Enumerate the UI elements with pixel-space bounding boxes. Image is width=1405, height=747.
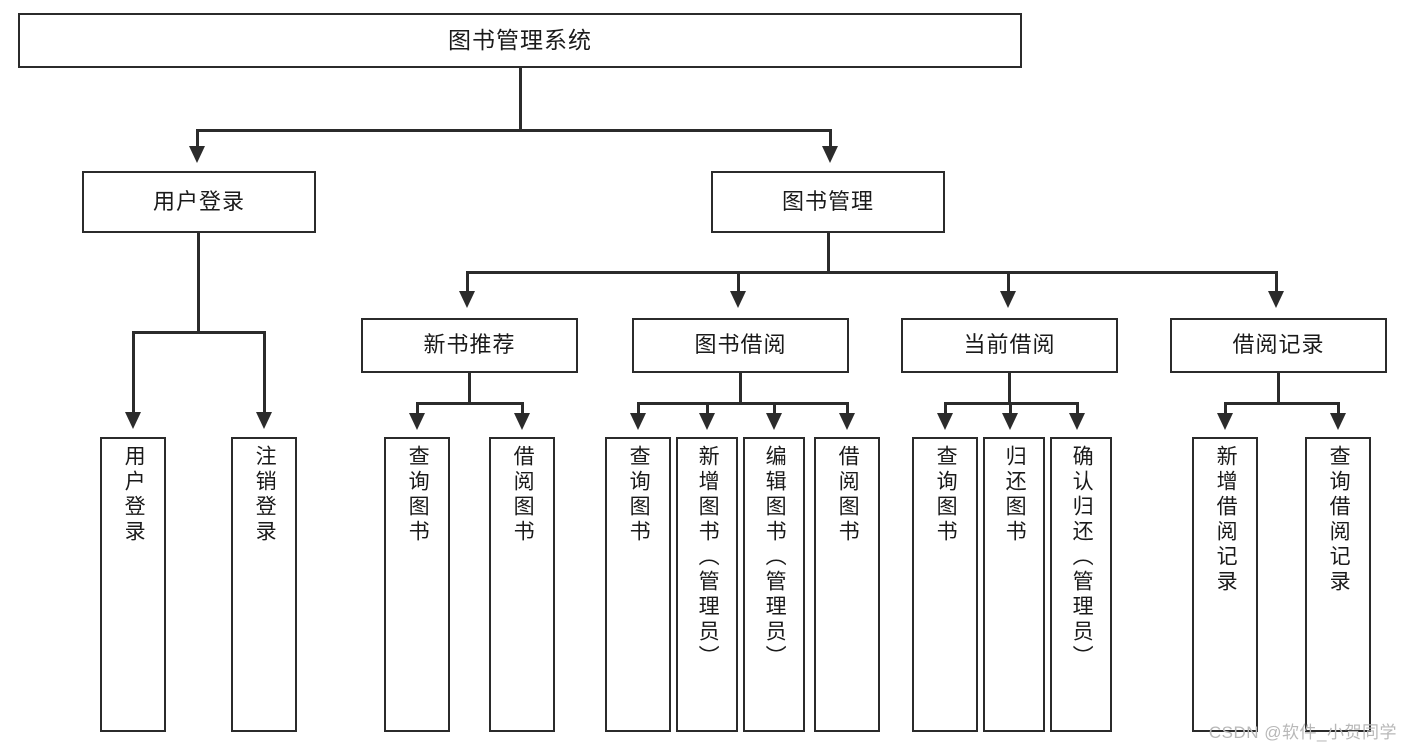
leaf-label: 确认归还（管理员） [1070,445,1094,670]
node-label: 图书管理系统 [448,26,592,53]
connector-recommend-drop-1 [416,402,419,413]
connector-borrow-drop-2 [706,402,709,413]
connector-root-stem [519,68,522,131]
connector-borrow-stem [739,373,742,404]
leaf-return-book[interactable]: 归还图书 [983,437,1045,732]
connector-user-login-stem [197,233,200,333]
connector-current-drop-2 [1009,402,1012,413]
leaf-user-login[interactable]: 用户登录 [100,437,166,732]
leaf-add-borrow-record[interactable]: 新增借阅记录 [1192,437,1258,732]
connector-borrow-drop-1 [637,402,640,413]
leaf-confirm-return-admin[interactable]: 确认归还（管理员） [1050,437,1112,732]
arrow-to-leaf-logout [256,412,272,429]
node-root-system[interactable]: 图书管理系统 [18,13,1022,68]
connector-book-manage-drop-3 [1007,271,1010,291]
leaf-query-book-recommend[interactable]: 查询图书 [384,437,450,732]
connector-root-drop-right [829,129,832,146]
leaf-label: 归还图书 [1003,445,1027,545]
connector-recommend-bus [416,402,524,405]
connector-borrow-drop-4 [846,402,849,413]
arrow-to-leaf-query-book-2 [630,413,646,430]
connector-user-login-drop-2 [263,331,266,412]
leaf-edit-book-admin[interactable]: 编辑图书（管理员） [743,437,805,732]
connector-book-manage-drop-2 [737,271,740,291]
arrow-to-leaf-borrow-book-2 [839,413,855,430]
leaf-label: 查询借阅记录 [1327,445,1351,595]
connector-record-stem [1277,373,1280,404]
node-current-borrow[interactable]: 当前借阅 [901,318,1118,373]
connector-recommend-drop-2 [521,402,524,413]
leaf-query-book-current[interactable]: 查询图书 [912,437,978,732]
arrow-to-leaf-add-book [699,413,715,430]
arrow-to-book-borrow [730,291,746,308]
arrow-to-leaf-confirm-return [1069,413,1085,430]
connector-root-drop-left [196,129,199,146]
connector-borrow-bus [637,402,849,405]
node-label: 当前借阅 [963,332,1056,358]
connector-user-login-bus [132,331,266,334]
leaf-label: 注销登录 [253,445,277,545]
connector-book-manage-drop-4 [1275,271,1278,291]
leaf-label: 新增图书（管理员） [696,445,720,670]
node-label: 借阅记录 [1232,332,1325,358]
arrow-to-leaf-query-book-3 [937,413,953,430]
node-label: 图书管理 [781,188,874,214]
leaf-label: 借阅图书 [836,445,860,545]
node-user-login[interactable]: 用户登录 [82,171,316,233]
connector-root-bus [196,129,832,132]
node-borrow-record[interactable]: 借阅记录 [1170,318,1387,373]
connector-current-drop-3 [1076,402,1079,413]
leaf-logout[interactable]: 注销登录 [231,437,297,732]
arrow-to-leaf-query-book-1 [409,413,425,430]
arrow-to-book-manage [822,146,838,163]
leaf-label: 查询图书 [934,445,958,545]
arrow-to-user-login [189,146,205,163]
leaf-label: 借阅图书 [511,445,535,545]
node-book-borrow[interactable]: 图书借阅 [632,318,849,373]
connector-book-manage-bus [466,271,1278,274]
connector-current-drop-1 [944,402,947,413]
leaf-label: 新增借阅记录 [1214,445,1238,595]
arrow-to-leaf-query-record [1330,413,1346,430]
arrow-to-leaf-add-record [1217,413,1233,430]
connector-book-manage-stem [827,233,830,273]
leaf-query-borrow-record[interactable]: 查询借阅记录 [1305,437,1371,732]
connector-record-drop-2 [1337,402,1340,413]
arrow-to-leaf-borrow-book-1 [514,413,530,430]
arrow-to-leaf-return-book [1002,413,1018,430]
leaf-borrow-book-borrow[interactable]: 借阅图书 [814,437,880,732]
leaf-label: 用户登录 [122,445,146,545]
connector-borrow-drop-3 [773,402,776,413]
connector-record-bus [1224,402,1340,405]
leaf-query-book-borrow[interactable]: 查询图书 [605,437,671,732]
connector-current-stem [1008,373,1011,404]
connector-record-drop-1 [1224,402,1227,413]
leaf-label: 编辑图书（管理员） [763,445,787,670]
leaf-add-book-admin[interactable]: 新增图书（管理员） [676,437,738,732]
leaf-label: 查询图书 [406,445,430,545]
arrow-to-leaf-user-login [125,412,141,429]
leaf-label: 查询图书 [627,445,651,545]
arrow-to-new-book-recommend [459,291,475,308]
connector-user-login-drop-1 [132,331,135,412]
node-book-manage[interactable]: 图书管理 [711,171,945,233]
node-label: 新书推荐 [423,332,516,358]
node-label: 用户登录 [152,188,245,214]
node-label: 图书借阅 [694,332,787,358]
arrow-to-borrow-record [1268,291,1284,308]
leaf-borrow-book-recommend[interactable]: 借阅图书 [489,437,555,732]
connector-book-manage-drop-1 [466,271,469,291]
connector-recommend-stem [468,373,471,404]
arrow-to-current-borrow [1000,291,1016,308]
arrow-to-leaf-edit-book [766,413,782,430]
node-new-book-recommend[interactable]: 新书推荐 [361,318,578,373]
